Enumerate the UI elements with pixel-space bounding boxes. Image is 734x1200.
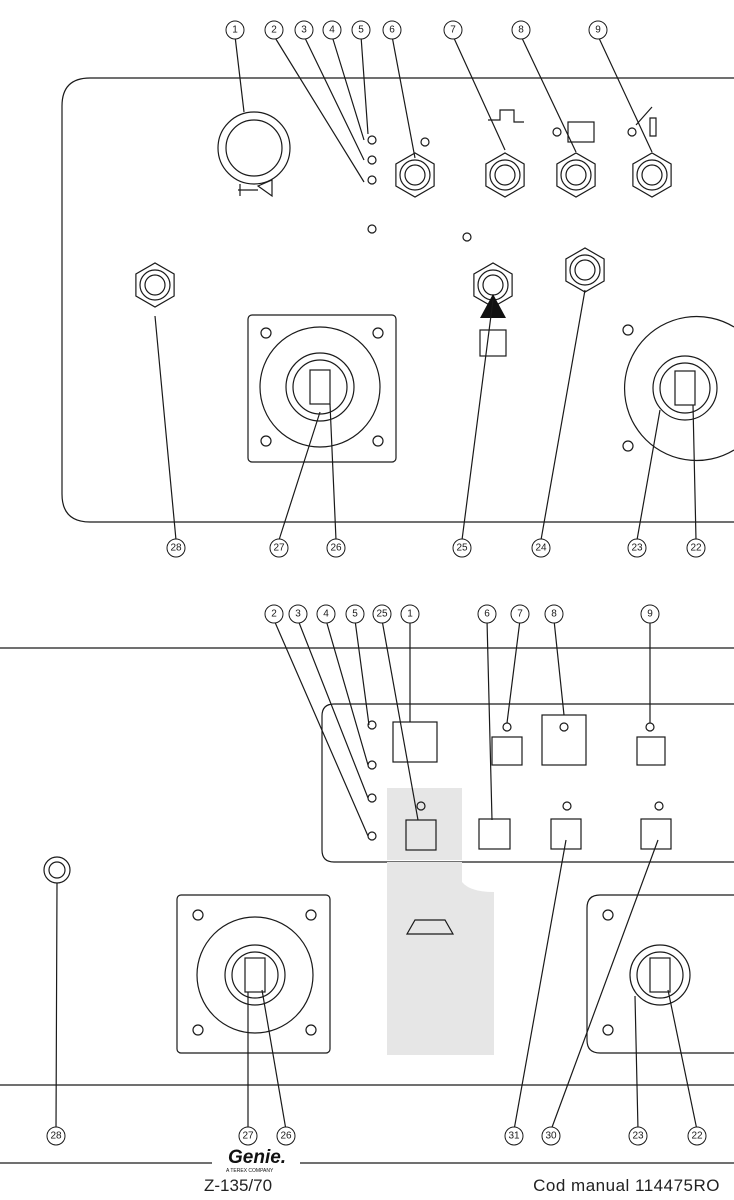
drive-joystick [247,314,397,463]
svg-text:30: 30 [545,1131,557,1142]
svg-text:28: 28 [170,543,182,554]
callout-9: 9 [588,20,608,40]
callout-4: 4 [316,604,336,624]
svg-text:25: 25 [456,543,468,554]
callout-6: 6 [382,20,402,40]
svg-text:2: 2 [271,25,277,36]
svg-text:22: 22 [691,1131,703,1142]
callout-7: 7 [443,20,463,40]
callout-1: 1 [400,604,420,624]
horn-button [217,111,291,198]
logo-subtitle: A TEREX COMPANY [226,1168,274,1174]
callout-27: 27 [238,1126,258,1146]
callout-4: 4 [322,20,342,40]
svg-text:4: 4 [323,609,329,620]
model-number: Z-135/70 [204,1176,273,1195]
svg-text:23: 23 [632,1131,644,1142]
warning-icon [480,294,506,318]
svg-text:1: 1 [232,25,238,36]
callout-26: 26 [326,538,346,558]
svg-text:23: 23 [631,543,643,554]
svg-text:8: 8 [551,609,557,620]
callout-3: 3 [294,20,314,40]
callout-28: 28 [166,538,186,558]
svg-text:7: 7 [517,609,523,620]
function-buttons [135,152,672,308]
horn-button-square [392,721,438,763]
svg-text:26: 26 [330,543,342,554]
callout-9: 9 [640,604,660,624]
svg-text:6: 6 [484,609,490,620]
callout-3: 3 [288,604,308,624]
svg-text:3: 3 [301,25,307,36]
callout-23: 23 [628,1126,648,1146]
toggle-button [485,152,525,198]
callout-24: 24 [531,538,551,558]
generator-button [491,736,523,766]
svg-text:7: 7 [450,25,456,36]
callout-23: 23 [627,538,647,558]
axle-retract-button [640,818,672,850]
svg-text:5: 5 [352,609,358,620]
callout-7: 7 [510,604,530,624]
indicator-leds [367,127,637,242]
toggle-button [565,247,605,293]
callout-28: 28 [46,1126,66,1146]
axle-extend-button [550,818,582,850]
svg-text:2: 2 [271,609,277,620]
svg-text:1: 1 [407,609,413,620]
callout-26: 26 [276,1126,296,1146]
svg-text:28: 28 [50,1131,62,1142]
steer-joystick-bottom [586,894,734,1054]
svg-text:6: 6 [389,25,395,36]
glow-plug-button [636,736,666,766]
emergency-power-button [43,856,71,884]
toggle-button [556,152,596,198]
svg-text:9: 9 [595,25,601,36]
callout-25: 25 [372,604,392,624]
svg-text:4: 4 [329,25,335,36]
callout-2: 2 [264,604,284,624]
drive-joystick-bottom [176,894,331,1054]
svg-text:25: 25 [376,609,388,620]
svg-text:3: 3 [295,609,301,620]
callout-5: 5 [351,20,371,40]
callout-1: 1 [225,20,245,40]
callout-30: 30 [541,1126,561,1146]
svg-text:27: 27 [242,1131,254,1142]
drive-enable-button [405,819,437,851]
blank-button [478,818,511,850]
callout-27: 27 [269,538,289,558]
toggle-button [395,152,435,198]
callout-6: 6 [477,604,497,624]
toggle-button [135,262,175,308]
svg-text:24: 24 [535,543,547,554]
top-panel [61,35,734,541]
callout-22: 22 [687,1126,707,1146]
svg-text:31: 31 [508,1131,520,1142]
manual-icon [479,329,507,357]
callout-22: 22 [686,538,706,558]
svg-text:22: 22 [690,543,702,554]
genie-logo: Genie. [226,1147,289,1168]
svg-text:9: 9 [647,609,653,620]
svg-text:8: 8 [518,25,524,36]
steer-joystick [622,315,734,462]
callout-8: 8 [511,20,531,40]
manual-placard-lower [387,862,494,1055]
svg-text:27: 27 [273,543,285,554]
callout-2: 2 [264,20,284,40]
callout-8: 8 [544,604,564,624]
callout-5: 5 [345,604,365,624]
callout-25: 25 [452,538,472,558]
svg-text:26: 26 [280,1131,292,1142]
toggle-button [632,152,672,198]
svg-text:5: 5 [358,25,364,36]
manual-code: Cod manual 114475RO [533,1176,720,1195]
callout-31: 31 [504,1126,524,1146]
manual-placard [387,788,462,860]
bottom-panel [0,619,734,1131]
